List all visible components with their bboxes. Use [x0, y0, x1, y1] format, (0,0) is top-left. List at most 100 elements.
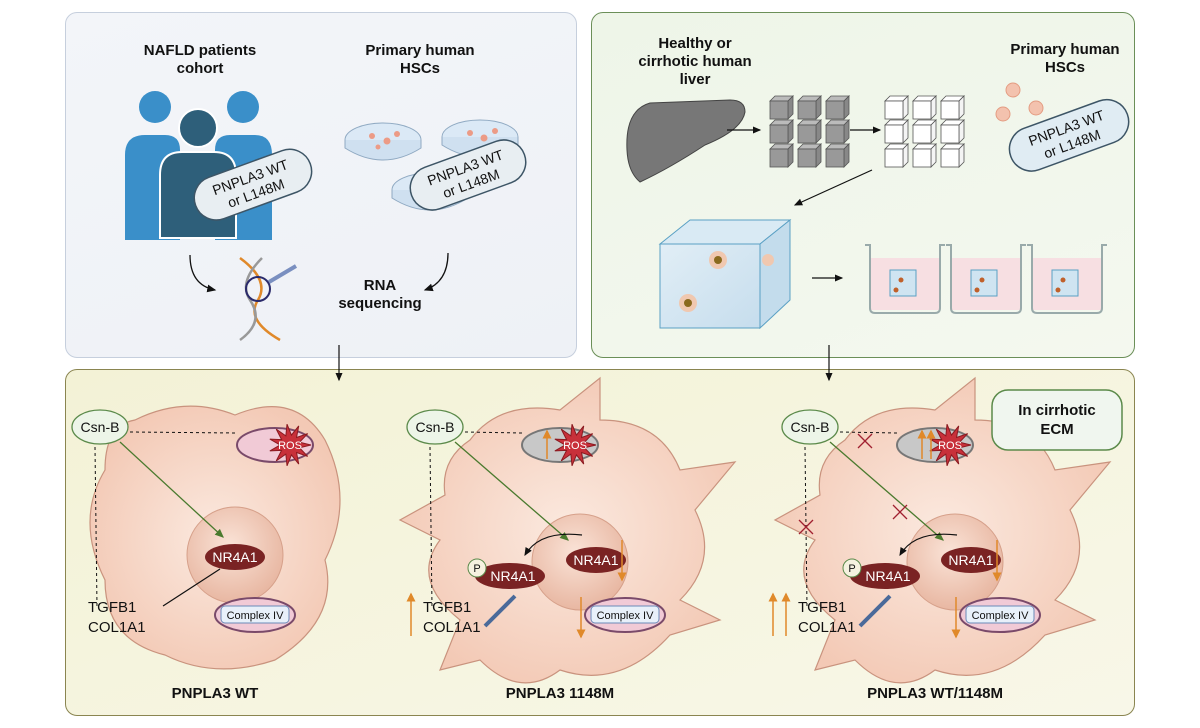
tissue-blocks-grey — [769, 95, 850, 168]
hsc-title-b-line2: HSCs — [1044, 59, 1085, 76]
tissue-block — [797, 119, 822, 144]
gene-col1a1: COL1A1 — [798, 619, 856, 636]
culture-wells — [865, 244, 1107, 314]
syringe-icon — [858, 594, 892, 628]
arrow-hsc-to-seq — [423, 252, 449, 292]
ros-label: ROS — [938, 440, 962, 452]
tissue-block — [825, 143, 850, 168]
decellularized-block — [884, 95, 909, 120]
tissue-block — [797, 95, 822, 120]
ros-burst-icon — [929, 424, 972, 466]
blocked-ros-cross — [857, 433, 873, 449]
inhibit-genes-line — [94, 446, 98, 608]
arrow-cohort-to-seq — [189, 254, 217, 293]
decellularized-block — [912, 95, 937, 120]
rna-seq-line1: RNA — [363, 277, 397, 294]
mitochondrion-ros: ROS — [236, 424, 314, 466]
culture-well — [946, 244, 1026, 314]
liver-title-line1: Healthy or — [658, 35, 732, 52]
export-arrow — [899, 533, 958, 557]
hsc-title-a-line1: Primary human — [365, 42, 475, 59]
csn-b-drug: Csn-B — [781, 409, 839, 445]
inhibit-genes-line — [429, 446, 433, 608]
liver-icon — [626, 99, 746, 183]
mitochondrion-complex-iv: Complex IV — [214, 597, 296, 633]
genotype-tag-a1: PNPLA3 WT or L148M — [193, 148, 313, 221]
decellularized-block — [884, 119, 909, 144]
mitochondrion-ros: ROS — [896, 424, 974, 466]
complex-iv-label: Complex IV — [972, 610, 1030, 622]
cohort-title: NAFLD patients cohort — [120, 42, 280, 78]
gene-tgfb1: TGFB1 — [423, 599, 471, 616]
hsc-title-b-line1: Primary human — [1010, 41, 1120, 58]
hsc-title-b: Primary human HSCs — [1000, 41, 1130, 77]
cirrhotic-ecm-badge: In cirrhotic ECM — [991, 389, 1123, 451]
hsc-title-a-line2: HSCs — [399, 60, 440, 77]
dna-magnifier-icon — [239, 256, 298, 342]
decellularized-block — [912, 119, 937, 144]
ros-burst-icon — [554, 424, 597, 466]
blocked-activation-cross — [892, 504, 908, 520]
decellularized-block — [940, 143, 965, 168]
cohort-title-line2: cohort — [176, 60, 224, 77]
complex-iv-label: Complex IV — [597, 610, 655, 622]
csn-b-label: Csn-B — [791, 419, 830, 435]
activation-arrow — [454, 441, 569, 541]
liver-title-line2: cirrhotic human — [638, 53, 752, 70]
nr4a1-label: NR4A1 — [212, 549, 257, 565]
tissue-block — [769, 95, 794, 120]
phospho-label: P — [473, 563, 480, 575]
gene-tgfb1: TGFB1 — [798, 599, 846, 616]
tissue-block — [769, 143, 794, 168]
rna-seq-label: RNA sequencing — [320, 277, 440, 313]
gene-tgfb1: TGFB1 — [88, 599, 136, 616]
nr4a1-nuclear: NR4A1 — [566, 547, 626, 573]
nr4a1-phospho: NR4A1 P — [467, 558, 545, 589]
nr4a1-nuclear: NR4A1 — [205, 544, 265, 570]
gene-col1a1: COL1A1 — [88, 619, 146, 636]
culture-well — [1027, 244, 1107, 314]
decellularized-block — [940, 95, 965, 120]
rna-seq-line2: sequencing — [338, 295, 422, 312]
csn-b-drug: Csn-B — [71, 409, 129, 445]
hsc-title-a: Primary human HSCs — [350, 42, 490, 78]
cell-title: PNPLA3 1148M — [506, 685, 614, 702]
ecm-hydrogel-cube — [658, 218, 792, 330]
nr4a1-nuclear: NR4A1 — [941, 547, 1001, 573]
liver-title: Healthy or cirrhotic human liver — [620, 35, 770, 89]
csn-b-label: Csn-B — [416, 419, 455, 435]
syringe-icon — [483, 594, 517, 628]
nr4a1-cyto-label: NR4A1 — [490, 568, 535, 584]
mitochondrion-complex-iv: Complex IV — [959, 597, 1041, 633]
cohort-title-line1: NAFLD patients — [143, 42, 257, 59]
decellularized-block — [940, 119, 965, 144]
nr4a1-inhibit-line — [162, 568, 221, 607]
ros-label: ROS — [278, 440, 302, 452]
cell-title: PNPLA3 WT/1148M — [867, 685, 1003, 702]
ros-burst-icon — [269, 424, 312, 466]
export-arrow — [524, 533, 583, 557]
tissue-block — [797, 143, 822, 168]
complex-iv-label: Complex IV — [227, 610, 285, 622]
ecm-badge-line2: ECM — [1040, 421, 1073, 438]
nr4a1-label: NR4A1 — [948, 552, 993, 568]
genotype-tag-b: PNPLA3 WT or L148M — [1008, 98, 1130, 172]
csn-b-label: Csn-B — [81, 419, 120, 435]
blocked-genes-cross — [798, 519, 814, 535]
phospho-label: P — [848, 563, 855, 575]
arrow-to-ecm-cube — [793, 169, 873, 206]
nr4a1-label: NR4A1 — [573, 552, 618, 568]
ros-label: ROS — [563, 440, 587, 452]
mitochondrion-ros: ROS — [521, 424, 599, 466]
hsc-cells-icon — [995, 82, 1044, 122]
csn-b-drug: Csn-B — [406, 409, 464, 445]
tissue-blocks-decellularized — [884, 95, 965, 168]
liver-title-line3: liver — [679, 71, 711, 88]
gene-col1a1: COL1A1 — [423, 619, 481, 636]
tissue-block — [825, 119, 850, 144]
